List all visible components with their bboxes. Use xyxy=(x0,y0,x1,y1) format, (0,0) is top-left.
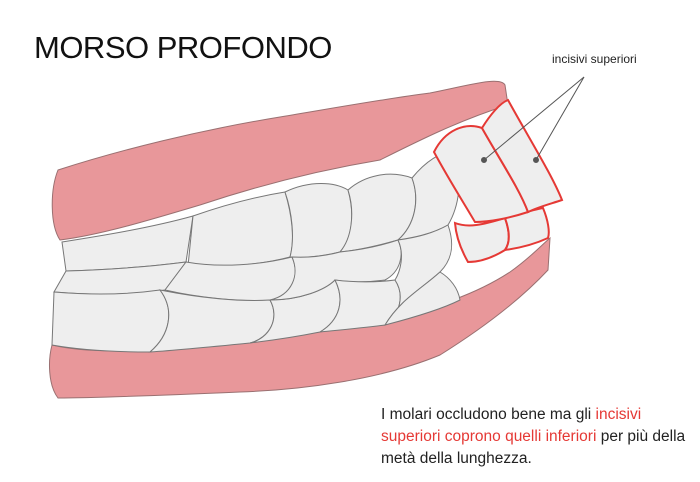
upper-tooth-3 xyxy=(284,183,353,258)
lower-tooth-9 xyxy=(383,271,461,326)
upper-incisor-2 xyxy=(480,98,564,214)
lower-tooth-2 xyxy=(51,289,170,353)
lower-tooth-6 xyxy=(269,239,402,301)
caption: I molari occludono bene ma gli incisivi … xyxy=(381,404,686,470)
leader-line-1 xyxy=(483,76,585,161)
callout-leaders xyxy=(481,76,585,163)
lower-incisors xyxy=(453,206,550,264)
diagram-title: MORSO PROFONDO xyxy=(34,30,332,65)
lower-teeth xyxy=(51,224,461,353)
caption-highlight: incisivi superiori coprono quelli inferi… xyxy=(381,406,642,445)
upper-teeth xyxy=(61,149,460,272)
lower-tooth-4 xyxy=(148,289,275,353)
upper-gum xyxy=(51,80,509,241)
upper-incisors xyxy=(432,98,564,224)
callout-label-incisivi-superiori: incisivi superiori xyxy=(552,52,637,66)
leader-dot-1 xyxy=(481,157,487,163)
caption-text-after: per più della metà della lunghezza. xyxy=(381,428,686,467)
lower-incisor-1 xyxy=(453,216,510,264)
leader-dot-2 xyxy=(533,157,539,163)
leader-line-2 xyxy=(535,76,585,161)
caption-text-before: I molari occludono bene ma gli xyxy=(381,406,596,423)
